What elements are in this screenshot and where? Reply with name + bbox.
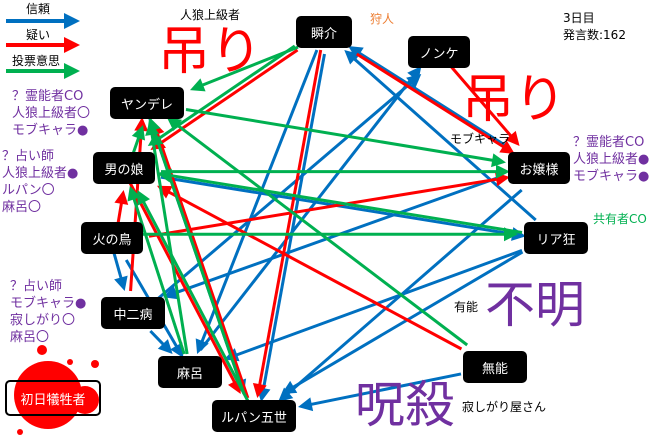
vote-arrowhead bbox=[131, 125, 146, 141]
legend-vote-label: 投票意思 bbox=[12, 54, 61, 68]
fate-role-3: 有能 bbox=[454, 300, 479, 314]
legend-doubt-label: 疑い bbox=[26, 28, 51, 42]
node-shunsuke[interactable]: 瞬介 bbox=[296, 16, 352, 48]
otokonoko-claim: ？占い師人狼上級者●ルパン〇麻呂〇 bbox=[2, 149, 79, 215]
trust-edge-riakyou-shunsuke bbox=[350, 55, 537, 222]
trust-arrowhead bbox=[170, 342, 184, 358]
trust-arrowhead bbox=[348, 46, 364, 60]
vote-arrowhead bbox=[145, 121, 159, 136]
node-munou[interactable]: 無能 bbox=[463, 351, 527, 383]
vote-arrowhead bbox=[503, 227, 518, 242]
day-counter: 3日目 bbox=[563, 11, 595, 25]
doubt-edge-shunsuke-lupin bbox=[257, 49, 323, 389]
trust-arrowhead bbox=[278, 387, 294, 402]
node-hinotori[interactable]: 火の鳥 bbox=[81, 222, 143, 254]
trust-edge-shunsuke-lupin bbox=[261, 53, 326, 393]
trust-edge-hinotori-chuunibyou bbox=[112, 251, 124, 282]
trust-edge-maro-nonke bbox=[199, 72, 417, 351]
doubt-edge-otokonoko-lupin bbox=[128, 181, 238, 386]
fate-label-hang-2: 吊り bbox=[462, 70, 567, 130]
node-otokonoko[interactable]: 男の娘 bbox=[93, 152, 155, 184]
vote-edge-lupin-otokonoko bbox=[140, 198, 250, 403]
fate-label-unknown: 不明 bbox=[485, 276, 585, 334]
doubt-arrowhead bbox=[114, 190, 129, 205]
doubt-edge-hinotori-otokonoko bbox=[116, 199, 124, 225]
trust-arrowhead bbox=[195, 338, 209, 354]
vote-arrowhead bbox=[190, 78, 206, 92]
fate-role-4: 寂しがり屋さん bbox=[462, 400, 547, 414]
kyousha-label: 共有者CO bbox=[593, 212, 647, 226]
hunter-label: 狩人 bbox=[370, 12, 395, 26]
node-chuunibyou[interactable]: 中二病 bbox=[101, 297, 165, 329]
trust-arrowhead bbox=[114, 275, 128, 291]
fate-role-1: 人狼上級者 bbox=[180, 8, 241, 22]
vote-arrowhead bbox=[495, 164, 510, 179]
vote-arrowhead bbox=[166, 117, 183, 132]
legend-arrows bbox=[6, 13, 80, 79]
trust-edge-ojousama-shunsuke bbox=[355, 50, 508, 148]
doubt-arrowhead bbox=[134, 117, 149, 132]
vote-edge-lupin-yandere bbox=[151, 125, 246, 395]
doubt-edge-nonke-ojousama bbox=[449, 65, 515, 140]
trust-edge-munou-lupin bbox=[307, 372, 462, 407]
node-victim[interactable]: 初日犠牲者 bbox=[5, 380, 101, 416]
doubt-edge-shunsuke-ojousama bbox=[355, 52, 508, 150]
node-maro[interactable]: 麻呂 bbox=[158, 356, 222, 388]
vote-edge-maro-otokonoko bbox=[131, 195, 186, 355]
trust-edge-shunsuke-maro bbox=[199, 49, 319, 346]
node-nonke[interactable]: ノンケ bbox=[408, 36, 470, 68]
fate-label-hang-1: 吊り bbox=[158, 22, 263, 82]
vote-edge-maro-yandere bbox=[149, 130, 189, 355]
vote-edge-riakyou-otokonoko bbox=[166, 173, 523, 234]
node-yandere[interactable]: ヤンデレ bbox=[110, 87, 184, 119]
doubt-arrowhead bbox=[252, 382, 267, 398]
node-lupin[interactable]: ルパン五世 bbox=[212, 400, 296, 432]
legend-trust-label: 信頼 bbox=[26, 2, 51, 16]
vote-arrowhead bbox=[137, 190, 150, 206]
blood-splat-icon bbox=[14, 345, 99, 435]
doubt-edge-hinotori-ojousama bbox=[148, 177, 501, 238]
chuuni-claim: ？占い師モブキャラ●寂しがり〇麻呂〇 bbox=[10, 279, 87, 345]
doubt-edge-munou-otokonoko bbox=[165, 189, 463, 351]
fate-role-2: モブキャラ bbox=[450, 132, 511, 146]
trust-arrowhead bbox=[157, 339, 173, 354]
doubt-arrowhead bbox=[499, 140, 515, 154]
trust-arrowhead bbox=[407, 66, 422, 82]
speech-count: 発言数:162 bbox=[563, 28, 626, 42]
vote-edge-yandere-ojousama bbox=[185, 107, 497, 163]
node-riakyou[interactable]: リア狂 bbox=[524, 222, 588, 254]
trust-arrowhead bbox=[298, 397, 314, 412]
trust-edge-ojousama-lupin bbox=[284, 188, 523, 397]
vote-arrowhead bbox=[491, 153, 506, 168]
vote-edge-shunsuke-otokonoko bbox=[155, 44, 296, 142]
doubt-arrowhead bbox=[505, 130, 520, 146]
node-ojousama[interactable]: お嬢様 bbox=[508, 152, 570, 184]
trust-arrowhead bbox=[344, 50, 360, 65]
fate-label-curse-kill: 呪殺 bbox=[355, 376, 455, 434]
